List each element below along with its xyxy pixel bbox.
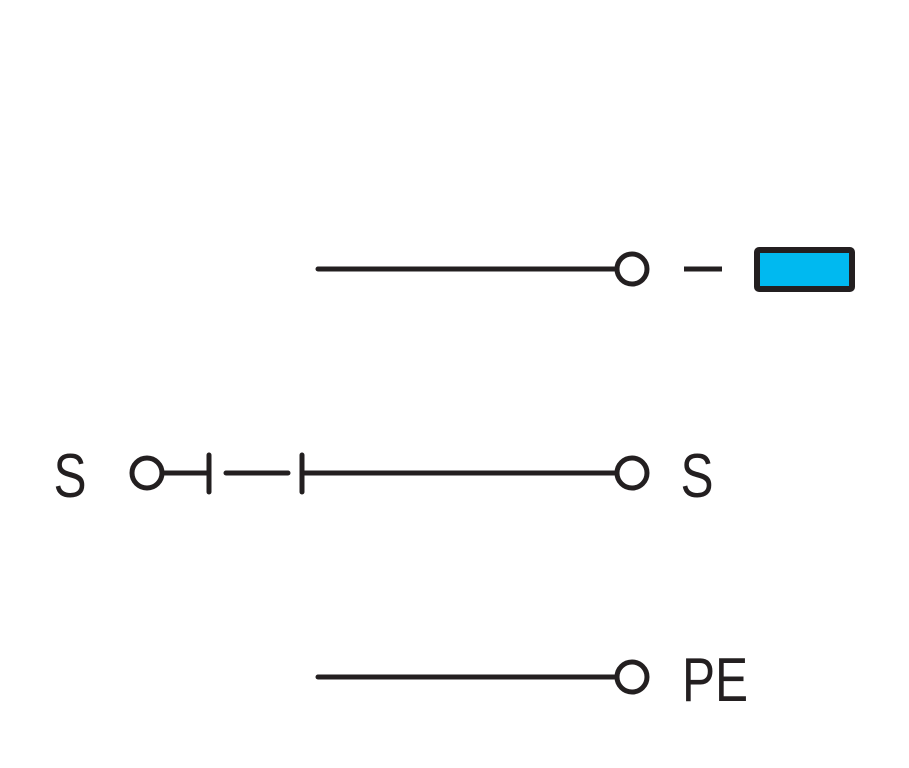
pe-terminal-circle	[614, 659, 650, 695]
pe-label: PE	[682, 645, 748, 715]
s-right-label: S	[680, 441, 713, 511]
s-left-terminal-circle	[129, 455, 165, 491]
s-left-label: S	[53, 441, 86, 511]
s-right-terminal-circle	[614, 455, 650, 491]
minus-terminal-circle	[614, 251, 650, 287]
blue-marker-rect	[754, 247, 855, 292]
